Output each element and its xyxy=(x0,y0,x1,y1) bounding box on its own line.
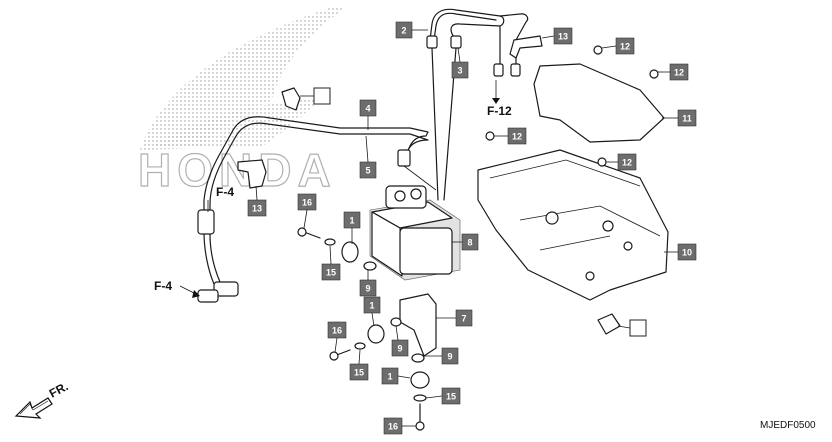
svg-text:9: 9 xyxy=(365,284,370,294)
ref-f4-upper[interactable]: F-4 xyxy=(207,185,234,212)
fasteners xyxy=(297,45,659,431)
callout-13b[interactable]: 13 xyxy=(247,185,267,217)
svg-text:5: 5 xyxy=(365,166,370,176)
callout-9a[interactable]: 9 xyxy=(359,270,377,297)
callout-13a[interactable]: 13 xyxy=(541,27,573,45)
svg-text:2: 2 xyxy=(401,26,406,36)
front-direction-arrow: FR. xyxy=(14,379,71,419)
svg-text:12: 12 xyxy=(674,68,684,78)
pipe-clamp-upper xyxy=(281,87,301,111)
callout-12d[interactable]: 12 xyxy=(606,153,637,171)
svg-text:16: 16 xyxy=(332,326,342,336)
callout-3[interactable]: 3 xyxy=(451,47,469,79)
callout-10[interactable]: 10 xyxy=(664,243,697,261)
direction-label: FR. xyxy=(47,379,71,400)
svg-text:10: 10 xyxy=(682,248,692,258)
callout-7[interactable]: 7 xyxy=(436,309,473,327)
svg-text:15: 15 xyxy=(354,368,364,378)
callout-5[interactable]: 5 xyxy=(359,135,377,179)
upper-cover xyxy=(533,63,665,143)
callout-16b[interactable]: 16 xyxy=(327,321,347,353)
callout-16c[interactable]: 16 xyxy=(383,417,416,435)
svg-text:12: 12 xyxy=(512,132,522,142)
callout-11[interactable]: 11 xyxy=(662,109,697,127)
ref-f12[interactable]: F-12 xyxy=(487,80,512,118)
svg-text:7: 7 xyxy=(461,314,466,324)
callout-12b[interactable]: 12 xyxy=(658,63,689,81)
svg-text:15: 15 xyxy=(446,392,456,402)
pipe-clip-top xyxy=(509,35,543,59)
callout-15b[interactable]: 15 xyxy=(349,349,369,381)
svg-text:12: 12 xyxy=(620,42,630,52)
callout-1a[interactable]: 1 xyxy=(343,211,361,244)
svg-text:1: 1 xyxy=(387,372,392,382)
svg-text:F-12: F-12 xyxy=(487,104,512,118)
callout-15c[interactable]: 15 xyxy=(425,387,461,405)
callout-1b[interactable]: 1 xyxy=(363,296,381,327)
callout-empty-clamp[interactable] xyxy=(313,87,331,105)
callout-15a[interactable]: 15 xyxy=(321,245,341,281)
svg-text:9: 9 xyxy=(397,344,402,354)
svg-text:3: 3 xyxy=(457,66,462,76)
callout-12a[interactable]: 12 xyxy=(601,37,635,55)
honda-wordmark: HONDA xyxy=(138,144,337,196)
svg-text:16: 16 xyxy=(388,422,398,432)
callout-8[interactable]: 8 xyxy=(452,233,479,251)
svg-text:9: 9 xyxy=(447,352,452,362)
brake-pipe-long xyxy=(197,116,429,303)
callout-12c[interactable]: 12 xyxy=(494,127,527,145)
callout-9b[interactable]: 9 xyxy=(391,325,409,357)
brake-pipe-upper xyxy=(426,8,529,201)
svg-text:1: 1 xyxy=(369,301,374,311)
callout-1c[interactable]: 1 xyxy=(381,367,411,385)
svg-text:8: 8 xyxy=(467,238,472,248)
lower-tray xyxy=(477,149,669,301)
svg-text:15: 15 xyxy=(326,268,336,278)
honda-wing-logo: HONDA xyxy=(137,8,345,197)
callout-2[interactable]: 2 xyxy=(395,21,428,39)
callout-empty-clip[interactable] xyxy=(629,319,647,337)
callout-9c[interactable]: 9 xyxy=(424,347,459,365)
svg-text:16: 16 xyxy=(302,198,312,208)
callout-4[interactable]: 4 xyxy=(359,99,377,130)
svg-text:12: 12 xyxy=(622,158,632,168)
svg-text:F-4: F-4 xyxy=(154,279,172,293)
svg-text:4: 4 xyxy=(365,104,370,114)
svg-text:13: 13 xyxy=(558,32,568,42)
callout-16a[interactable]: 16 xyxy=(297,193,317,229)
diagram-code: MJEDF0500 xyxy=(760,420,816,431)
tray-clip xyxy=(597,313,621,335)
svg-text:11: 11 xyxy=(682,114,692,124)
svg-text:F-4: F-4 xyxy=(216,185,234,199)
abs-modulator xyxy=(369,165,461,281)
ref-f4-lower[interactable]: F-4 xyxy=(154,279,200,298)
svg-text:13: 13 xyxy=(252,204,262,214)
svg-text:1: 1 xyxy=(349,216,354,226)
